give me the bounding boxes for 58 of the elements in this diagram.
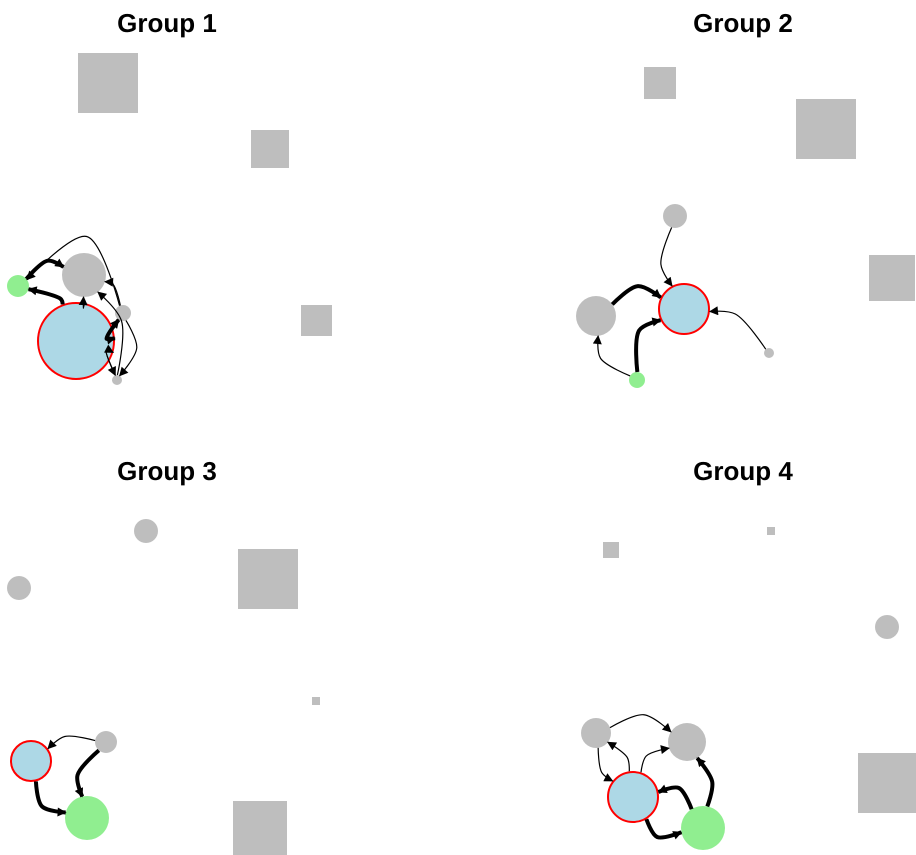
square-node <box>238 549 298 609</box>
arrow <box>47 736 96 750</box>
arrow <box>24 258 65 280</box>
arrow <box>26 236 120 306</box>
arrow <box>658 784 694 810</box>
arrow <box>696 756 714 808</box>
arrow <box>607 742 630 772</box>
circle-node <box>581 718 611 748</box>
arrow <box>104 318 120 344</box>
arrow <box>74 748 100 798</box>
square-node <box>603 542 619 558</box>
panel-title: Group 1 <box>117 8 217 39</box>
arrow <box>28 286 65 305</box>
circle-node <box>663 204 687 228</box>
circle-node <box>7 576 31 600</box>
circle-node <box>115 305 131 321</box>
circle-node <box>95 731 117 753</box>
arrow <box>34 781 67 816</box>
circle-node <box>658 283 710 335</box>
circle-node <box>629 372 645 388</box>
arrow <box>610 284 662 306</box>
square-node <box>644 67 676 99</box>
circle-node <box>10 740 52 782</box>
arrow <box>104 278 121 306</box>
square-node <box>78 53 138 113</box>
circle-node <box>764 348 774 358</box>
arrow <box>708 306 766 350</box>
circle-node <box>875 615 899 639</box>
square-node <box>233 801 287 855</box>
panel-title: Group 3 <box>117 456 217 487</box>
square-node <box>858 753 916 813</box>
square-node <box>251 130 289 168</box>
square-node <box>869 255 915 301</box>
circle-node <box>681 806 725 850</box>
arrow <box>610 714 672 732</box>
circle-node <box>668 723 706 761</box>
circle-node <box>607 771 659 823</box>
arrow <box>97 291 124 376</box>
arrow <box>660 227 673 287</box>
arrow <box>634 318 662 372</box>
square-node <box>300 304 332 336</box>
square-node <box>796 99 856 159</box>
circle-node <box>112 375 122 385</box>
arrow <box>106 350 116 376</box>
panel-title: Group 4 <box>693 456 793 487</box>
arrow <box>78 296 88 309</box>
arrow <box>598 748 614 782</box>
square-node <box>767 527 775 535</box>
arrow <box>592 335 630 376</box>
square-node <box>312 697 320 705</box>
circle-node <box>134 519 158 543</box>
circle-node <box>7 275 29 297</box>
circle-node <box>65 796 109 840</box>
arrow <box>640 745 670 772</box>
circle-node <box>576 296 616 336</box>
circle-node <box>62 253 106 297</box>
arrow <box>119 320 138 376</box>
panel-title: Group 2 <box>693 8 793 39</box>
